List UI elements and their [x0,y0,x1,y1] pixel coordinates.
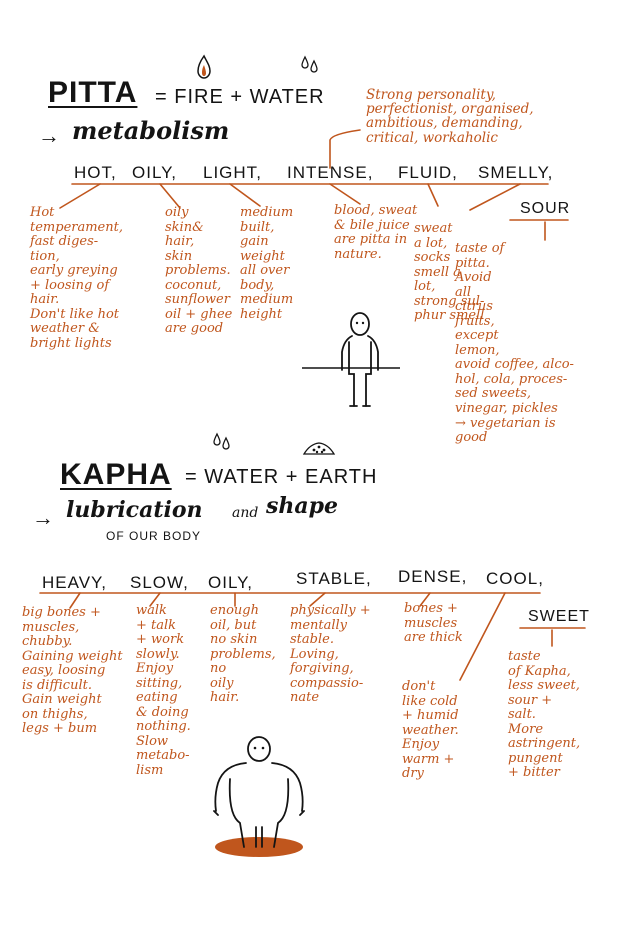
earth-pile-icon [302,442,336,455]
pitta-desc-fluid-smelly: sweat a lot, socks smell a lot, strong s… [414,221,485,324]
kapha-function-lubrication: lubrication [66,497,203,523]
water-drops-icon [213,432,230,450]
kapha-desc-slow: walk + talk + work slowly. Enjoy sitting… [136,603,191,779]
pitta-quality-fluid: FLUID, [398,163,458,182]
kapha-function-shape: shape [266,493,339,519]
flame-icon [197,54,211,79]
thin-figure-icon [341,312,379,407]
kapha-quality-slow: SLOW, [130,573,189,592]
kapha-equation: = WATER + EARTH [185,466,378,488]
pitta-personality-note: Strong personality, perfectionist, organ… [366,87,534,146]
pitta-quality-smelly: SMELLY, [478,163,554,182]
kapha-quality-heavy: HEAVY, [42,573,107,592]
pitta-function: metabolism [72,116,230,145]
pitta-title: PITTA [48,76,138,109]
pitta-quality-light: LIGHT, [203,163,262,182]
kapha-quality-oily: OILY, [208,573,254,592]
pitta-desc-hot: Hot temperament, fast diges- tion, early… [30,205,123,351]
kapha-title: KAPHA [60,458,172,491]
kapha-desc-oily: enough oil, but no skin problems, no oil… [210,603,276,706]
kapha-quality-stable: STABLE, [296,569,372,588]
pitta-desc-oily: oily skin& hair, skin problems. coconut,… [165,205,233,337]
kapha-function-and: and [232,505,259,521]
kapha-function-sub: OF OUR BODY [106,529,202,543]
pitta-desc-intense: blood, sweat & bile juice are pitta in n… [334,203,418,262]
kapha-quality-cool: COOL, [486,569,544,588]
pitta-desc-light: medium built, gain weight all over body,… [240,205,294,322]
heavy-figure-icon [213,736,305,857]
kapha-desc-heavy: big bones + muscles, chubby. Gaining wei… [22,605,123,737]
kapha-quality-dense: DENSE, [398,567,468,586]
pitta-equation: = FIRE + WATER [155,86,325,108]
kapha-function-arrow: → [32,505,55,530]
pitta-quality-hot: HOT, [74,163,117,182]
kapha-taste-heading: SWEET [528,608,590,625]
kapha-desc-dense: bones + muscles are thick [404,601,463,646]
pitta-quality-intense: INTENSE, [287,163,374,182]
pitta-taste-text: taste of pitta. Avoid all citrus fruits,… [455,241,574,446]
kapha-taste-text: taste of Kapha, less sweet, sour + salt.… [508,649,581,781]
kapha-desc-cool: don't like cold + humid weather. Enjoy w… [402,679,459,782]
pitta-quality-oily: OILY, [132,163,178,182]
kapha-desc-stable: physically + mentally stable. Loving, fo… [290,603,371,706]
water-drops-icon [301,55,318,73]
pitta-taste-heading: SOUR [520,200,571,217]
pitta-function-arrow: → [38,123,61,148]
